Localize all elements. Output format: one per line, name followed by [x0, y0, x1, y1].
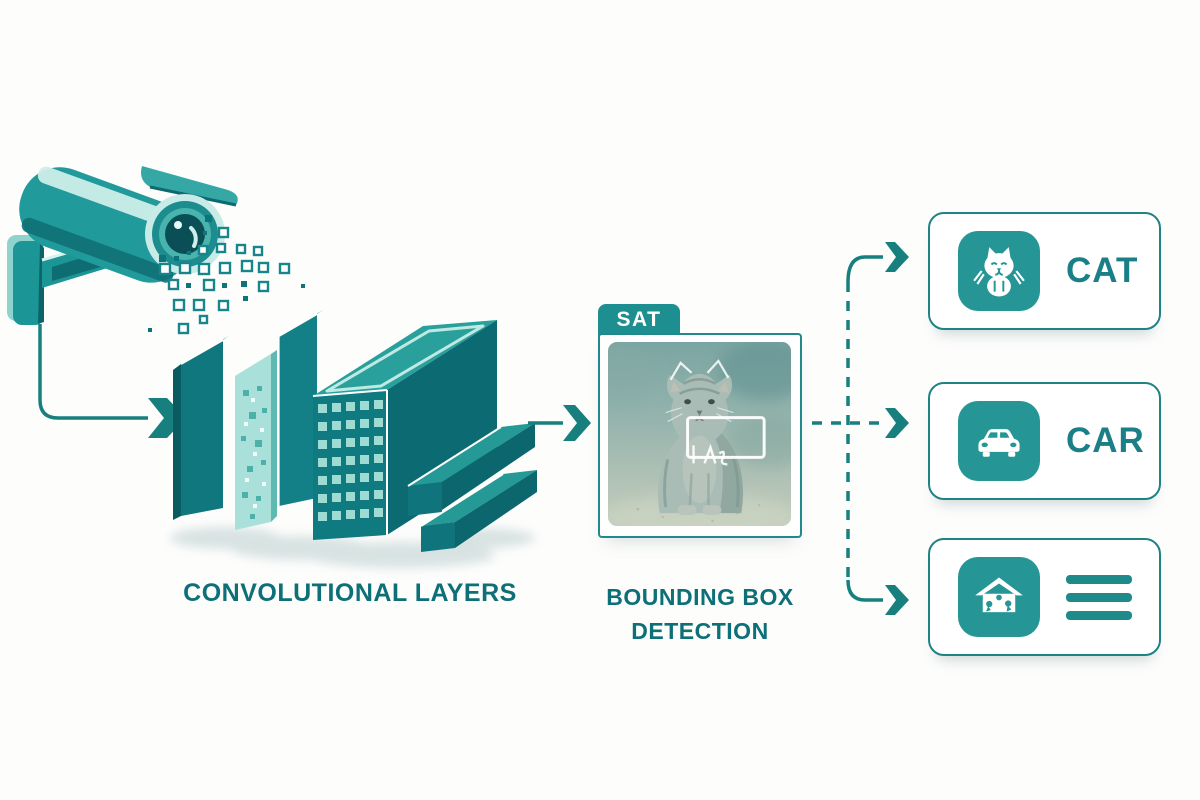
output-card-car: CAR — [928, 382, 1161, 500]
dashed-branch-connector — [812, 242, 909, 615]
conv-layers-label: CONVOLUTIONAL LAYERS — [183, 579, 517, 607]
detection-frame — [598, 333, 802, 538]
detection-overlay — [669, 359, 766, 466]
cat-face-icon — [958, 231, 1040, 311]
house-icon — [958, 557, 1040, 637]
output-label-car: CAR — [1066, 421, 1145, 460]
output-label-cat: CAT — [1066, 251, 1139, 290]
pixel-stream — [148, 215, 305, 335]
output-card-cat: CAT — [928, 212, 1161, 330]
car-icon — [958, 401, 1040, 481]
detection-tag-label: SAT — [616, 308, 662, 331]
cat-photo — [608, 342, 791, 526]
convolutional-layers-illustration — [170, 310, 537, 568]
cctv-camera-icon — [7, 166, 305, 335]
menu-lines-icon — [1066, 574, 1132, 620]
bounding-box-label-line2: DETECTION — [631, 618, 769, 644]
arrow-layers-to-detection — [528, 405, 591, 441]
bounding-box-label: BOUNDING BOX DETECTION — [560, 580, 840, 648]
output-card-home — [928, 538, 1161, 656]
detection-tag: SAT — [598, 304, 680, 336]
bounding-box-label-line1: BOUNDING BOX — [606, 584, 794, 610]
